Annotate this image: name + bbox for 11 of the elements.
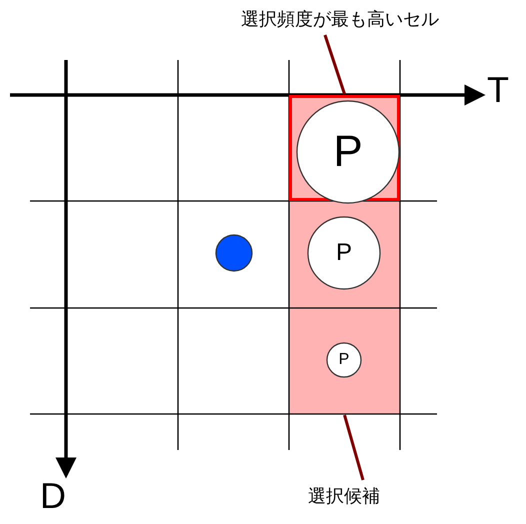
- p-circle: P: [326, 342, 362, 378]
- leader-line: [343, 414, 364, 480]
- callout-text: 選択頻度が最も高いセル: [225, 5, 455, 33]
- p-circle: P: [296, 100, 400, 204]
- leader-line: [324, 34, 346, 94]
- axis-label: D: [40, 478, 66, 514]
- candidate-column: [289, 95, 400, 414]
- callout-text: 選択候補: [294, 482, 394, 510]
- axis-label: T: [487, 72, 509, 108]
- p-circle: P: [307, 216, 381, 290]
- dot-marker: [215, 234, 253, 272]
